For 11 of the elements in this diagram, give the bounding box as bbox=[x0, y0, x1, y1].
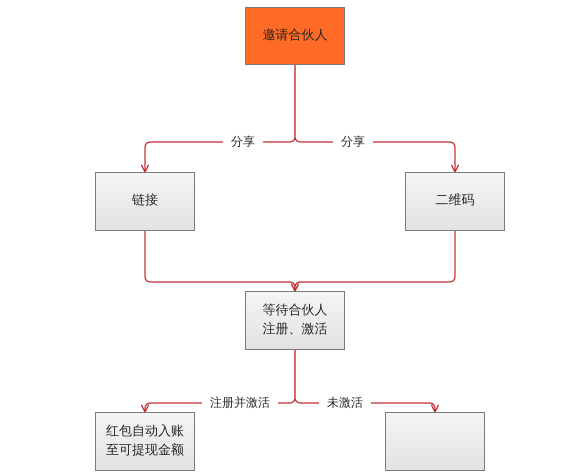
edge-label: 分享 bbox=[333, 134, 373, 150]
edge-label: 注册并激活 bbox=[202, 394, 278, 412]
edge-label: 未激活 bbox=[319, 394, 371, 412]
process-box: 邀请合伙人 bbox=[245, 7, 345, 65]
process-box bbox=[385, 412, 485, 471]
process-box: 链接 bbox=[95, 172, 195, 231]
process-box: 等待合伙人注册、激活 bbox=[245, 291, 345, 350]
process-box: 红包自动入账至可提现金额 bbox=[95, 412, 195, 471]
edge-label: 分享 bbox=[223, 134, 263, 150]
arrow bbox=[290, 231, 456, 292]
process-box: 二维码 bbox=[405, 172, 505, 231]
